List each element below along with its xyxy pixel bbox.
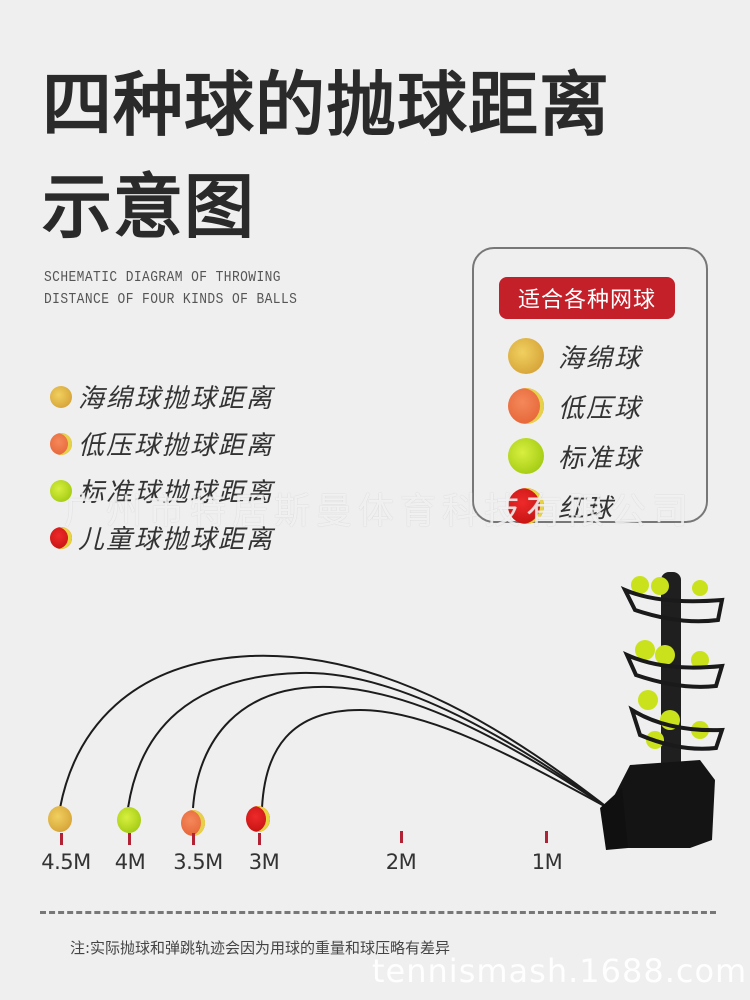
trajectory-3-5m	[192, 685, 609, 809]
company-watermark: 广州市特居斯曼体育科技有限公司	[64, 491, 695, 532]
distance-label-3m: 3M	[248, 850, 280, 874]
legend-label: 儿童球抛球距离	[78, 525, 275, 555]
legend-label: 低压球抛球距离	[78, 431, 275, 461]
landing-standard-ball-icon	[117, 807, 141, 833]
panel-item-label: 红球	[558, 493, 615, 524]
trajectory-4-5m	[59, 654, 609, 809]
landing-sponge-ball-icon	[48, 806, 72, 832]
standard-ball-icon	[508, 438, 544, 474]
distance-marker	[258, 833, 261, 845]
distance-label-4m: 4M	[114, 850, 146, 874]
distance-label-4-5m: 4.5M	[41, 850, 91, 874]
panel-item-sponge: 海绵球	[508, 331, 642, 381]
legend-label: 海绵球抛球距离	[78, 384, 275, 414]
footnote: 注:实际抛球和弹跳轨迹会因为用球的重量和球压略有差异	[70, 939, 451, 957]
red-ball-icon	[508, 488, 544, 524]
distance-marker	[60, 833, 63, 845]
panel-item-standard: 标准球	[508, 431, 642, 481]
landing-red-ball-icon	[246, 806, 270, 832]
panel-item-label: 低压球	[558, 393, 643, 424]
page-title-line2: 示意图	[42, 166, 255, 248]
standard-ball-icon	[50, 479, 72, 502]
page-title-line1: 四种球的抛球距离	[42, 64, 610, 146]
panel-item-label: 海绵球	[558, 343, 643, 374]
landing-low-pressure-ball-icon	[181, 810, 205, 836]
legend-label: 标准球抛球距离	[78, 478, 275, 508]
red-ball-icon	[50, 526, 72, 549]
distance-marker	[192, 833, 195, 845]
subtitle-line1: SCHEMATIC DIAGRAM OF THROWING	[44, 269, 281, 286]
distance-marker	[545, 831, 548, 843]
trajectory-curves	[59, 654, 609, 809]
site-watermark: tennismash.1688.com	[372, 952, 748, 990]
panel-item-red: 红球	[508, 481, 642, 531]
low-pressure-ball-icon	[50, 432, 72, 455]
divider	[40, 911, 716, 914]
legend-item-low-pressure: 低压球抛球距离	[50, 420, 274, 467]
low-pressure-ball-icon	[508, 388, 544, 424]
english-subtitle: SCHEMATIC DIAGRAM OF THROWING DISTANCE O…	[44, 267, 297, 311]
sponge-ball-icon	[508, 338, 544, 374]
sponge-ball-icon	[50, 385, 72, 408]
panel-item-label: 标准球	[558, 443, 643, 474]
distance-label-3-5m: 3.5M	[173, 850, 223, 874]
distance-label-2m: 2M	[385, 850, 417, 874]
legend-item-standard: 标准球抛球距离	[50, 467, 274, 514]
distance-marker	[128, 833, 131, 845]
legend-item-red: 儿童球抛球距离	[50, 514, 274, 561]
suitable-balls-panel: 适合各种网球 海绵球 低压球 标准球 红球	[472, 247, 708, 524]
distance-legend: 海绵球抛球距离 低压球抛球距离 标准球抛球距离 儿童球抛球距离	[50, 373, 274, 561]
subtitle-line2: DISTANCE OF FOUR KINDS OF BALLS	[44, 291, 298, 308]
trajectory-4m	[127, 671, 609, 809]
panel-item-low-pressure: 低压球	[508, 381, 642, 431]
legend-item-sponge: 海绵球抛球距离	[50, 373, 274, 420]
ball-machine-icon	[600, 572, 725, 850]
distance-label-1m: 1M	[531, 850, 563, 874]
suitable-balls-badge: 适合各种网球	[499, 277, 675, 319]
trajectory-3m	[261, 708, 609, 809]
distance-marker	[400, 831, 403, 843]
